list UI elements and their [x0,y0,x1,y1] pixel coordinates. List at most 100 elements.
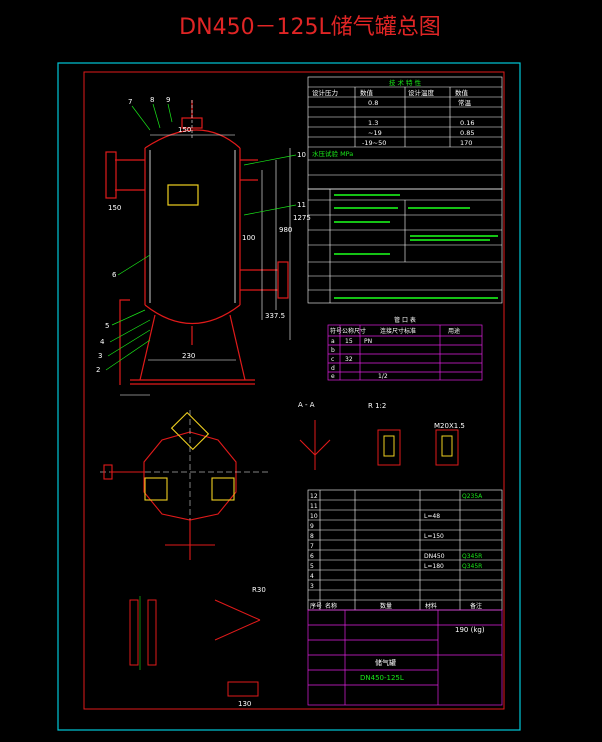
dim-lower: 337.5 [265,312,285,320]
nozzle-r3-dn: 32 [345,356,353,363]
section-aa-label: A - A [298,401,315,409]
plan-view [100,410,270,560]
parts-cell: 8 [310,533,314,540]
parts-cell: Q345R [462,563,482,570]
balloon-4: 4 [100,338,105,346]
tech-r3-v1: 1.3 [368,119,378,127]
tech-r3-v2: 0.16 [460,119,474,127]
nozzle-r3-sym: c [331,356,334,363]
tech-r5-v2: 170 [460,139,472,147]
tech-table-text: 技 术 特 性 设计压力 数值 设计温度 数值 0.8 常温 1.3 0.16 … [312,78,474,158]
parts-footer-cell: 名称 [325,602,337,610]
nozzle-table [327,324,483,381]
parts-footer-cell: 材料 [425,602,437,610]
inner-frame [83,71,505,710]
dim-base: 230 [182,352,195,360]
balloon-9: 9 [166,96,170,104]
balloon-11: 11 [297,201,306,209]
tb-spec: DN450-125L [360,674,404,682]
balloon-7: 7 [128,98,132,106]
parts-footer-cell: 序号 [310,602,322,610]
balloon-3: 3 [98,352,102,360]
tech-h-3: 设计温度 [408,88,435,97]
vessel-dim-text: 150 1275 980 337.5 230 150 100 [108,126,311,360]
detail-thread: M20X1.5 [434,422,465,430]
parts-list [307,489,503,611]
title-block [307,609,503,706]
parts-cell: 10 [310,513,318,520]
parts-cell: 5 [310,563,314,570]
parts-cell: 9 [310,523,314,530]
parts-cell: L=180 [424,563,444,570]
tb-weight: 190 (kg) [455,626,485,634]
tech-table [307,76,503,190]
nozzle-table-text: 管 口 表 符号 公称尺寸 连接尺寸标准 用途 a 15 PN b c 32 d… [330,316,460,380]
parts-cell: L=150 [424,533,444,540]
nozzle-r1-dn: 15 [345,338,353,345]
nozzle-r2-sym: b [331,347,335,354]
tech-r1-v2: 常温 [458,98,472,107]
balloon-6: 6 [112,271,117,279]
parts-cell: 7 [310,543,314,550]
nozzle-h-3: 连接尺寸标准 [380,327,416,335]
detail-scale: R 1:2 [368,402,386,410]
title-block-text: 储气罐 DN450-125L 190 (kg) [360,626,485,682]
parts-cell: 3 [310,583,314,590]
dim-top-width: 150 [178,126,191,134]
nozzle-r1-std: PN [364,338,372,345]
pressure-note: 水压试验 MPa [312,149,353,158]
nozzle-r5-sym: e [331,373,335,380]
parts-cell: 4 [310,573,314,580]
parts-cell: Q345R [462,553,482,560]
nozzle-h-2: 公称尺寸 [342,327,366,335]
tb-drawing-name: 储气罐 [375,658,396,667]
dim-mid: 980 [279,226,292,234]
balloon-8: 8 [150,96,154,104]
outer-frame [57,62,521,731]
vessel-elevation [105,100,289,385]
tech-h-2: 数值 [360,88,374,97]
parts-cell: 11 [310,503,318,510]
parts-cell: 12 [310,493,318,500]
balloon-10: 10 [297,151,306,159]
parts-cell: DN450 [424,553,445,560]
balloon-leaders [105,103,297,371]
tech-requirements [307,188,503,304]
section-aa: A - A [298,401,331,470]
nozzle-r1-sym: a [331,338,335,345]
req-text-bars [334,194,498,299]
nozzle-r5-std: 1/2 [378,373,388,380]
parts-footer-cell: 备注 [470,602,482,610]
tech-h-1: 设计压力 [312,88,338,97]
parts-footer-cell: 数量 [380,602,392,610]
tech-h-4: 数值 [455,88,469,97]
nozzle-heading: 管 口 表 [394,316,416,324]
balloon-5: 5 [105,322,109,330]
parts-cell: 6 [310,553,314,560]
balloon-2: 2 [96,366,100,374]
dim-nozzle-left: 150 [108,204,121,212]
support-detail [129,596,261,697]
vessel-dimensions [120,100,291,396]
balloon-numbers: 7 8 9 10 11 6 5 4 3 2 [96,96,306,374]
tech-heading: 技 术 特 性 [389,78,422,87]
tech-r5-v1: -19~50 [362,139,386,147]
drawing-title: DN450－125L储气罐总图 [179,15,441,40]
nozzle-r4-sym: d [331,365,335,372]
dim-r30: R30 [252,586,266,594]
dim-nozzle-right: 100 [242,234,255,242]
support-dim-text: R30 130 [238,586,266,708]
detail-r [377,429,459,466]
tech-r4-v1: ~19 [368,129,382,137]
nozzle-h-1: 符号 [330,327,342,335]
dim-bottom: 130 [238,700,251,708]
parts-cell: L=48 [424,513,440,520]
nozzle-h-4: 用途 [448,327,460,335]
tech-r1-v1: 0.8 [368,99,378,107]
parts-cell: Q235A [462,493,483,500]
tech-r4-v2: 0.85 [460,129,474,137]
dim-shell-height: 1275 [293,214,311,222]
detail-text: R 1:2 M20X1.5 [368,402,465,430]
